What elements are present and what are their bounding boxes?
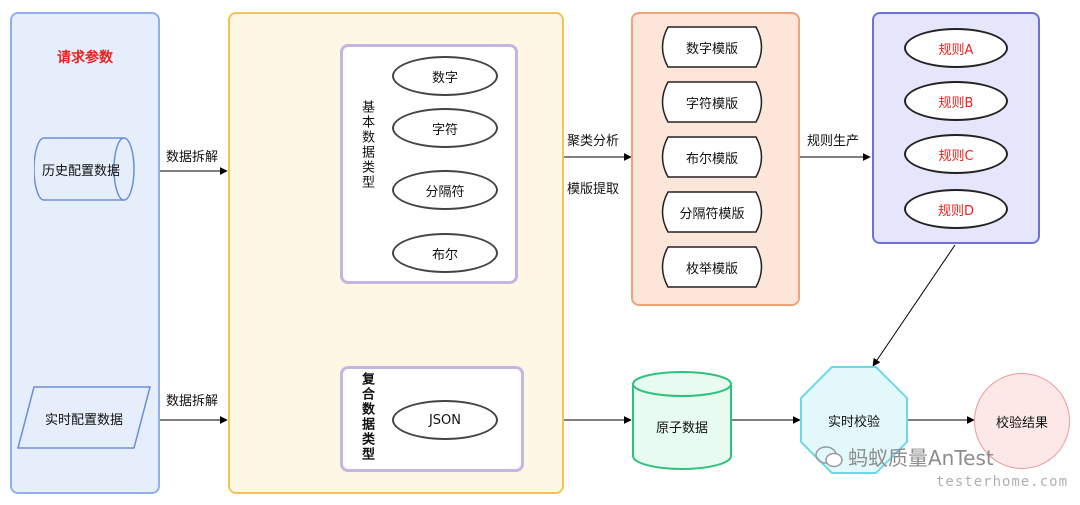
rule-c: 规则C bbox=[904, 134, 1008, 174]
rule-b: 规则B bbox=[904, 81, 1008, 121]
historical-data-label: 历史配置数据 bbox=[41, 163, 120, 179]
arrow-to-realtime-check bbox=[872, 244, 956, 367]
atomic-data-cylinder-shape bbox=[632, 371, 732, 470]
template-string: 字符模版 bbox=[685, 96, 738, 112]
realtime-data-label: 实时配置数据 bbox=[44, 412, 123, 428]
composite-type-json: JSON bbox=[392, 400, 498, 440]
watermark-logo-icon bbox=[815, 446, 843, 468]
rule-a: 规则A bbox=[904, 28, 1008, 68]
edge-label-template-extract: 模版提取 bbox=[567, 182, 620, 197]
edge-label-split-top: 数据拆解 bbox=[166, 150, 219, 165]
edge-label-cluster: 聚类分析 bbox=[567, 134, 620, 149]
edge-label-split-bottom: 数据拆解 bbox=[166, 394, 219, 409]
basic-type-delimiter: 分隔符 bbox=[392, 170, 498, 210]
rule-d: 规则D bbox=[904, 189, 1008, 229]
template-enum: 枚举模版 bbox=[685, 261, 738, 277]
basic-type-number: 数字 bbox=[392, 56, 498, 96]
template-delimiter: 分隔符模版 bbox=[679, 206, 745, 222]
composite-types-label: 复合数据类型 bbox=[359, 372, 374, 462]
template-number: 数字模版 bbox=[685, 41, 738, 57]
edge-label-rule-gen: 规则生产 bbox=[807, 134, 860, 149]
realtime-data-shape bbox=[17, 386, 151, 449]
basic-type-string: 字符 bbox=[392, 108, 498, 148]
template-boolean: 布尔模版 bbox=[685, 151, 738, 167]
request-panel-title: 请求参数 bbox=[57, 50, 113, 66]
atomic-data-label: 原子数据 bbox=[655, 420, 708, 436]
check-result-circle: 校验结果 bbox=[974, 373, 1070, 469]
watermark-brand: 蚂蚁质量AnTest bbox=[848, 446, 994, 470]
historical-data-cylinder-shape bbox=[34, 137, 135, 201]
template-docs-shapes bbox=[661, 26, 763, 288]
realtime-check-label: 实时校验 bbox=[827, 414, 880, 430]
basic-types-label: 基本数据类型 bbox=[359, 100, 374, 190]
watermark-site: testerhome.com bbox=[936, 474, 1069, 490]
basic-type-boolean: 布尔 bbox=[392, 233, 498, 273]
